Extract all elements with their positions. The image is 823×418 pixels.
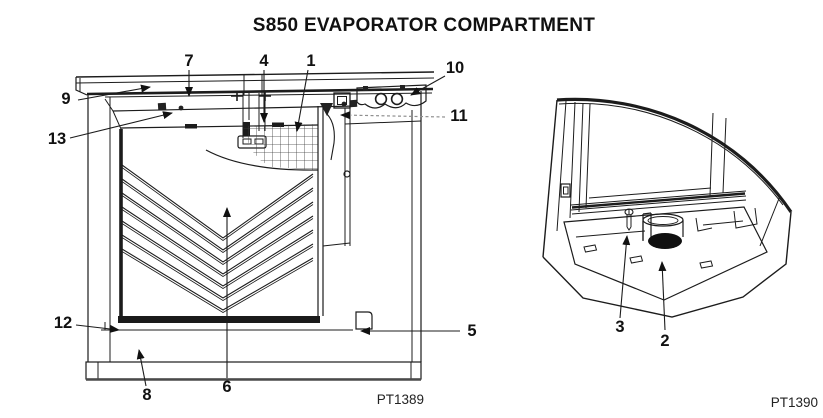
drain-fitting bbox=[642, 212, 684, 249]
callout-2-label: 2 bbox=[660, 332, 669, 350]
callout-10-label: 10 bbox=[446, 59, 464, 77]
part-ref-detail: PT1390 bbox=[771, 395, 818, 410]
compartment-opening-edge bbox=[104, 98, 358, 161]
part-ref-main: PT1389 bbox=[377, 392, 424, 407]
cabinet-base bbox=[85, 361, 422, 381]
callout-1-label: 1 bbox=[306, 52, 315, 70]
callout-3-label: 3 bbox=[615, 318, 624, 336]
callout-6-label: 6 bbox=[222, 378, 231, 396]
cabinet-walls bbox=[87, 91, 433, 362]
leader-13 bbox=[69, 111, 173, 139]
evaporator-coil bbox=[121, 164, 314, 313]
right-service-panel bbox=[322, 92, 373, 330]
bin-shell bbox=[542, 97, 793, 318]
leader-1 bbox=[294, 69, 309, 132]
callout-7-label: 7 bbox=[184, 52, 193, 70]
callout-leaders-detail bbox=[619, 235, 667, 331]
screw-right bbox=[400, 85, 405, 90]
thumbscrew bbox=[624, 208, 634, 231]
detail-figure-bin-bottom: 3 2 PT1390 bbox=[542, 97, 818, 410]
callout-9-label: 9 bbox=[61, 90, 70, 108]
leader-3 bbox=[619, 235, 631, 319]
drain-elbow bbox=[355, 311, 373, 330]
page-title: S850 EVAPORATOR COMPARTMENT bbox=[253, 15, 595, 36]
lid-assembly bbox=[75, 71, 435, 96]
liner-bottom-bar bbox=[118, 316, 320, 323]
port-hole-left bbox=[374, 92, 388, 106]
callout-labels-detail: 3 2 bbox=[615, 318, 669, 350]
corner-clip bbox=[320, 103, 333, 116]
callout-12-label: 12 bbox=[54, 314, 72, 332]
leader-10 bbox=[410, 75, 446, 96]
drain-hole bbox=[648, 233, 682, 249]
callout-5-label: 5 bbox=[467, 322, 476, 340]
callout-13-label: 13 bbox=[48, 130, 66, 148]
callout-8-label: 8 bbox=[142, 386, 151, 404]
bin-floor bbox=[563, 206, 768, 301]
thermostat-screw bbox=[178, 105, 184, 111]
callout-4-label: 4 bbox=[259, 52, 269, 70]
screw-left bbox=[363, 86, 368, 91]
leader-11 bbox=[340, 111, 446, 120]
callout-labels-main: 7 4 1 10 9 13 11 12 5 8 6 bbox=[48, 52, 477, 404]
callout-11-label: 11 bbox=[450, 107, 467, 125]
leader-12 bbox=[75, 324, 120, 333]
leader-8 bbox=[136, 349, 147, 387]
callout-leaders-main bbox=[69, 69, 460, 387]
port-hole-right bbox=[390, 92, 404, 106]
back-wall-rails bbox=[560, 183, 747, 215]
leader-2 bbox=[658, 261, 667, 331]
mesh-grid-panel bbox=[205, 124, 319, 171]
main-figure-evaporator-compartment: 7 4 1 10 9 13 11 12 5 8 6 PT1389 bbox=[48, 52, 477, 407]
leader-9 bbox=[77, 84, 151, 101]
